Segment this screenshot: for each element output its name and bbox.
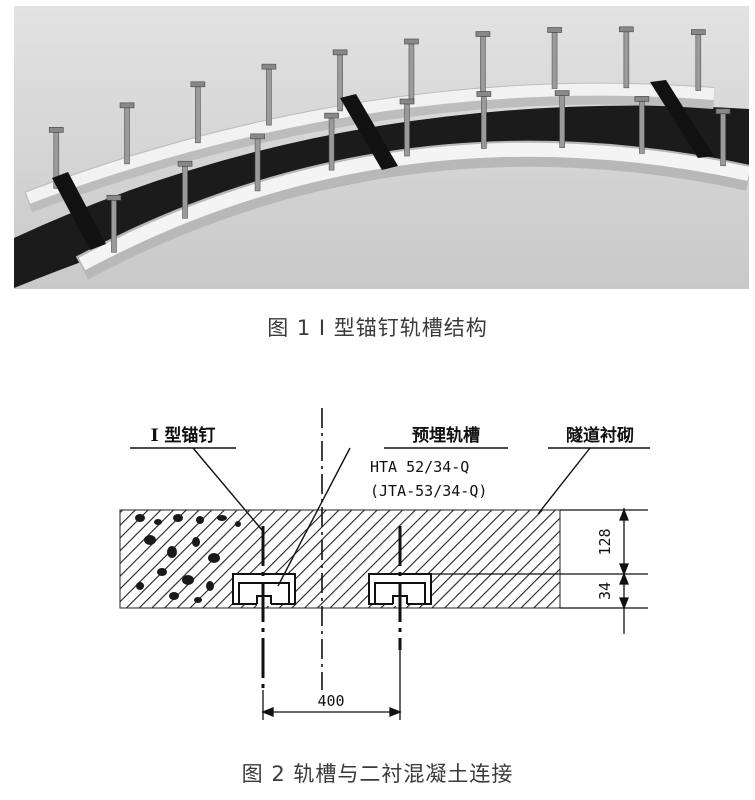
- anchor-post-icon: [119, 102, 135, 165]
- figure-1-rendering: [14, 6, 749, 289]
- leader-anchor: [192, 447, 263, 531]
- dimension-channel: 34: [596, 582, 614, 600]
- tie-straps: [52, 80, 714, 250]
- tie-strap-icon: [340, 94, 398, 170]
- label-lining: 隧道衬砌: [566, 425, 634, 446]
- rail-channel-front: [75, 140, 749, 280]
- anchor-post-icon: [332, 49, 348, 112]
- concrete-aggregate: [135, 514, 241, 603]
- leader-channel: [277, 447, 351, 587]
- anchor-post-icon: [634, 96, 650, 154]
- anchor-posts-front: [106, 90, 731, 253]
- label-model-1: HTA 52/34-Q: [370, 458, 469, 476]
- tunnel-lining-section: [120, 510, 560, 608]
- tie-strap-icon: [52, 172, 106, 250]
- anchor-post-icon: [250, 133, 265, 192]
- anchor-post-icon: [190, 81, 206, 144]
- anchor-post-icon: [554, 90, 570, 148]
- rail-channel-back: [24, 82, 715, 213]
- anchor-post-icon: [691, 29, 706, 91]
- figure-2-caption: 图 2 轨槽与二衬混凝土连接: [241, 762, 514, 786]
- anchor-post-icon: [476, 91, 492, 149]
- dimension-vertical: [420, 508, 648, 634]
- anchor-post-icon: [399, 98, 415, 157]
- figure-1-caption: 图 1 I 型锚钉轨槽结构: [267, 316, 488, 340]
- anchor-post-icon: [261, 63, 277, 126]
- figure-2-drawing: I 型锚钉 预埋轨槽 HTA 52/34-Q (JTA-53/34-Q) 隧道衬…: [119, 408, 650, 720]
- label-model-2: (JTA-53/34-Q): [370, 482, 487, 500]
- anchor-post-icon: [106, 194, 122, 253]
- dimension-horizontal: [261, 650, 402, 720]
- anchor-posts-back: [48, 26, 706, 189]
- anchor-post-icon: [324, 112, 339, 171]
- anchor-post-icon: [619, 26, 634, 89]
- leader-lining: [537, 447, 591, 515]
- label-anchor: I 型锚钉: [151, 425, 216, 446]
- anchor-post-icon: [547, 27, 562, 89]
- anchor-post-icon: [177, 160, 193, 219]
- dimension-spacing: 400: [317, 692, 344, 710]
- anchor-post-icon: [715, 108, 731, 167]
- dimension-depth: 128: [596, 528, 614, 555]
- tie-strap-icon: [650, 80, 714, 158]
- label-channel: 预埋轨槽: [412, 425, 480, 446]
- anchor-post-icon: [48, 127, 64, 189]
